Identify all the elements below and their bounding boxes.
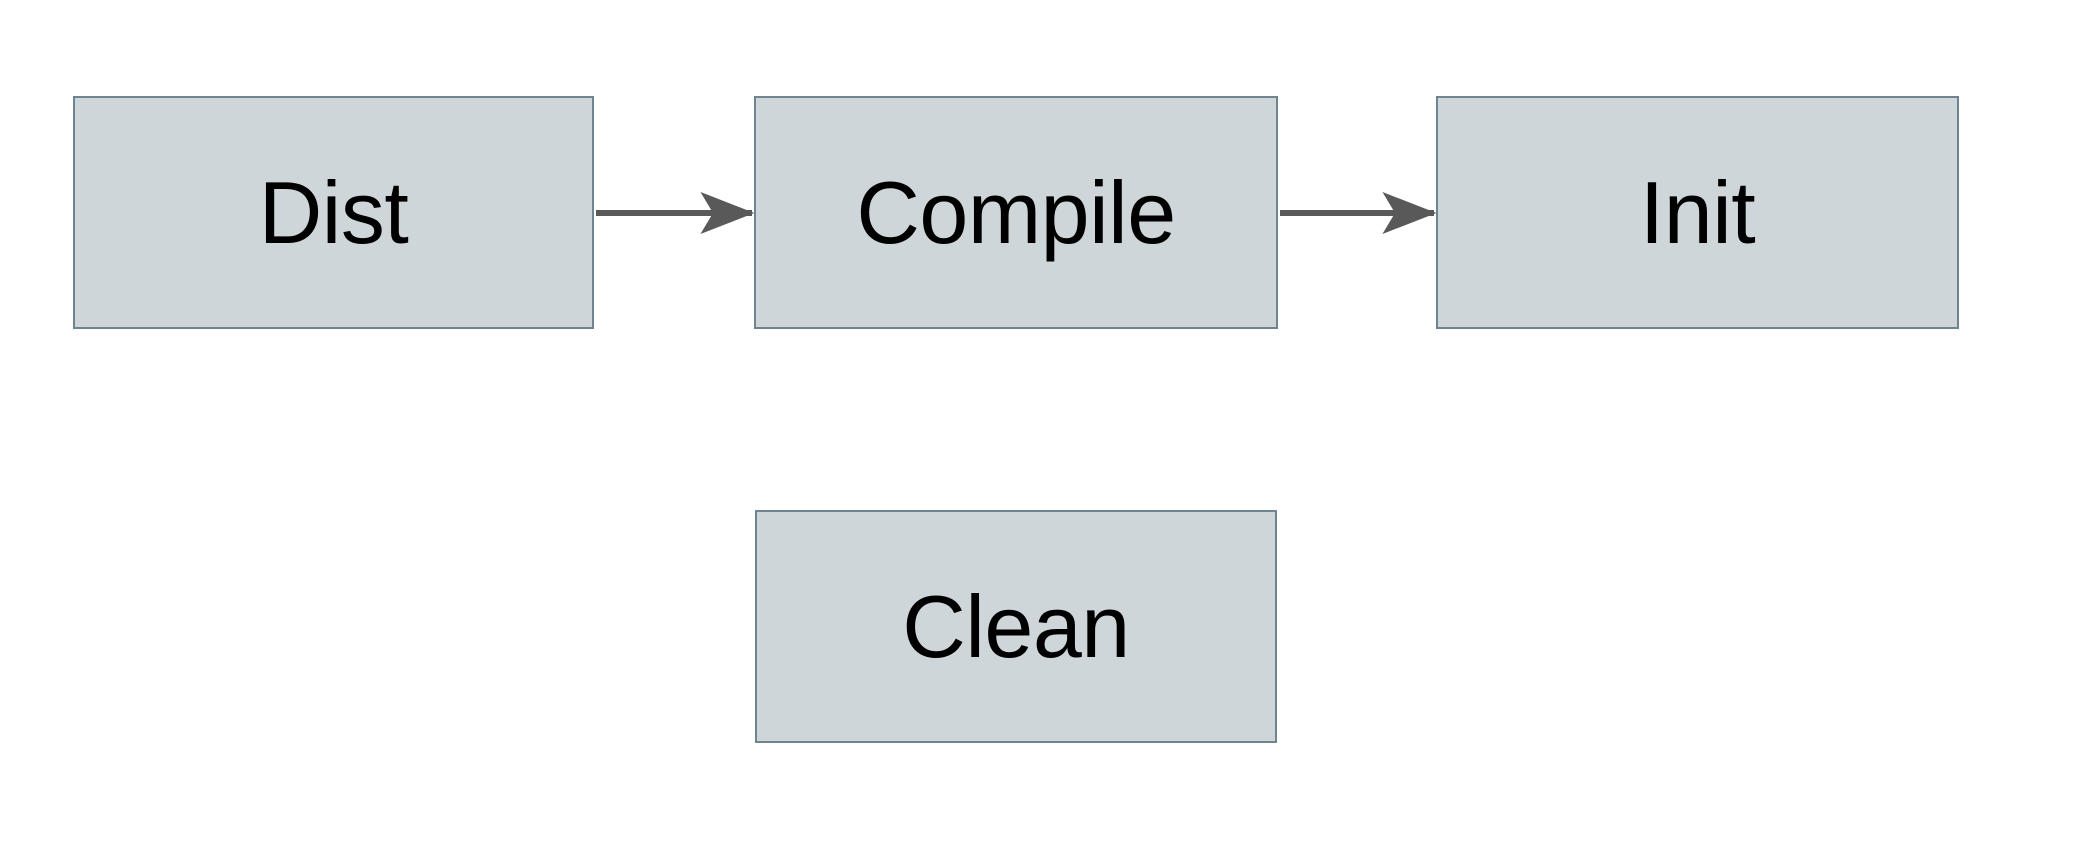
node-compile-label: Compile xyxy=(856,162,1176,262)
node-init-label: Init xyxy=(1639,162,1756,262)
node-dist-label: Dist xyxy=(258,162,409,262)
node-dist[interactable]: Dist xyxy=(73,96,594,329)
node-clean[interactable]: Clean xyxy=(755,510,1277,743)
node-clean-label: Clean xyxy=(902,576,1130,676)
node-init[interactable]: Init xyxy=(1436,96,1959,329)
node-compile[interactable]: Compile xyxy=(754,96,1278,329)
